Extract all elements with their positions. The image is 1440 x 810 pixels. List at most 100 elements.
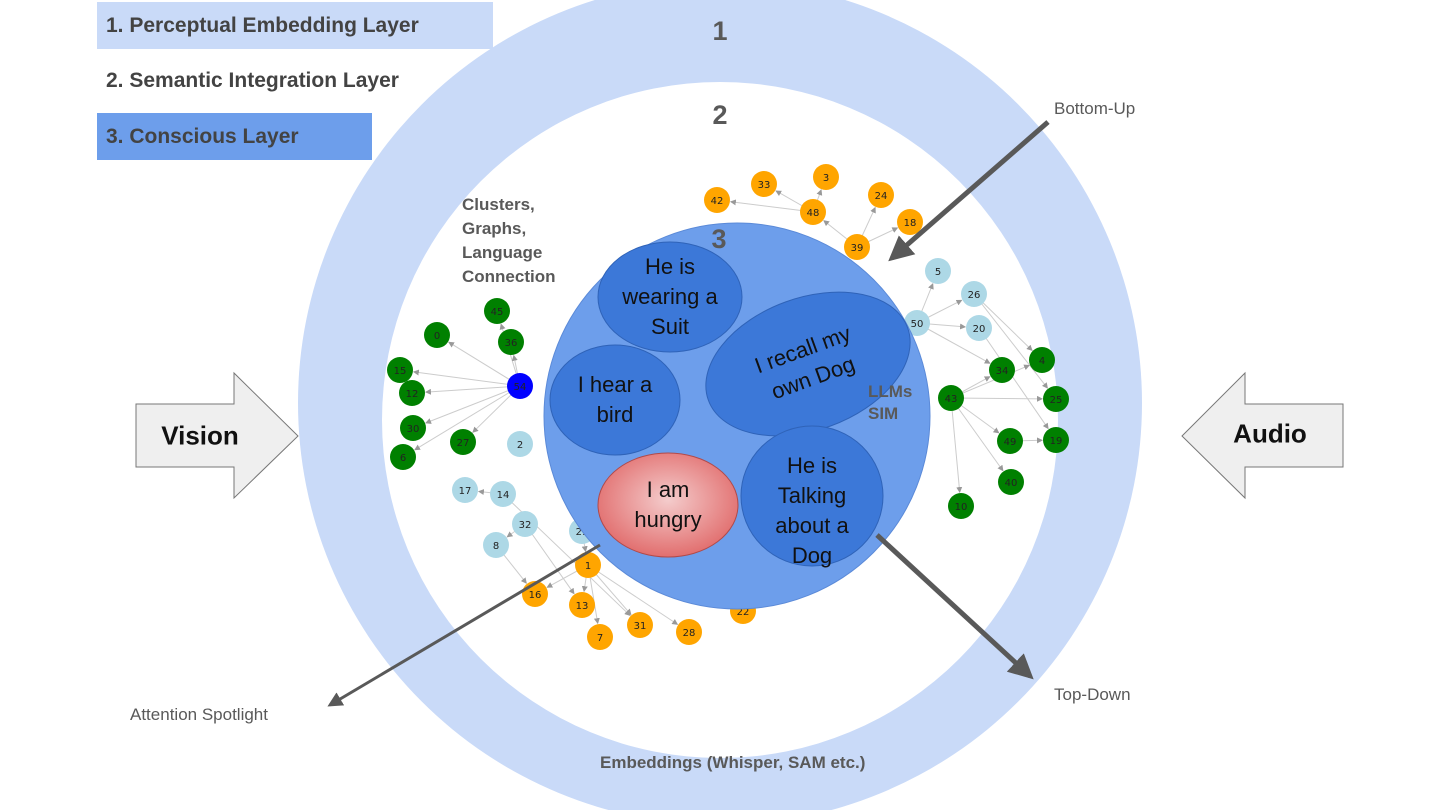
graph-node-label: 8 [493,541,499,552]
top-down-label: Top-Down [1054,685,1131,704]
graph-node: 3 [813,164,839,190]
graph-node: 49 [997,428,1023,454]
graph-node: 14 [490,481,516,507]
graph-node-label: 15 [394,366,407,377]
graph-node: 4 [1029,347,1055,373]
graph-node: 40 [998,469,1024,495]
graph-node-label: 31 [634,621,647,632]
graph-node-label: 48 [807,208,820,219]
graph-node-label: 30 [407,424,420,435]
graph-node-label: 45 [491,307,504,318]
graph-node-label: 20 [973,324,986,335]
graph-node: 17 [452,477,478,503]
graph-node: 1 [575,552,601,578]
thought-suit [597,241,743,353]
legend-perceptual: 1. Perceptual Embedding Layer [97,2,493,49]
graph-node-label: 42 [711,196,724,207]
vision-arrow [135,371,299,500]
graph-node-label: 36 [505,338,518,349]
graph-node-label: 39 [851,243,864,254]
graph-edge [978,327,1049,430]
graph-node: 39 [844,234,870,260]
graph-node: 34 [989,357,1015,383]
graph-node: 12 [399,380,425,406]
graph-node: 5 [925,258,951,284]
graph-node: 36 [498,329,524,355]
audio-arrow [1181,371,1344,500]
graph-node-label: 3 [823,173,829,184]
graph-node: 10 [948,493,974,519]
graph-node-label: 2 [517,440,523,451]
graph-node: 18 [897,209,923,235]
layer-1-number: 1 [712,16,728,46]
graph-node-label: 19 [1050,436,1063,447]
embeddings-label: Embeddings (Whisper, SAM etc.) [600,753,866,772]
graph-node-label: 6 [400,453,406,464]
thought-suit-text: He is wearing a Suit [622,254,718,339]
thought-bird [549,344,681,456]
bottom-up-label: Bottom-Up [1054,99,1136,118]
audio-label: Audio [1233,418,1307,449]
graph-node-label: 28 [683,628,696,639]
graph-node-label: 43 [945,394,958,405]
attention-spotlight-arrow [327,543,601,707]
thought-talking-dog [740,425,884,567]
graph-node: 31 [627,612,653,638]
graph-edge [729,199,814,213]
graph-node: 15 [387,357,413,383]
graph-node: 0 [424,322,450,348]
graph-node-label: 54 [514,382,527,393]
graph-node: 24 [868,182,894,208]
graph-node-label: 24 [875,191,888,202]
graph-edge [950,395,1044,402]
graph-node-label: 40 [1005,478,1018,489]
graph-node: 2 [507,431,533,457]
graph-edge [424,385,521,395]
layer-2-number: 2 [712,100,728,130]
graph-edge [448,341,521,387]
graph-node-label: 7 [597,633,603,644]
graph-node-label: 5 [935,267,941,278]
graph-node: 7 [587,624,613,650]
graph-node-label: 25 [1050,395,1063,406]
graph-node-label: 22 [737,607,750,618]
graph-edge [425,385,521,424]
graph-node-label: 4 [1039,356,1045,367]
thought-hungry [597,452,739,558]
graph-edge [524,523,575,595]
vision-label: Vision [161,420,239,451]
thought-talking-dog-text: He is Talking about a Dog [775,453,849,568]
graph-node-label: 1 [585,561,591,572]
graph-node: 48 [800,199,826,225]
graph-node: 45 [484,298,510,324]
graph-edge [973,293,1048,389]
graph-node-label: 34 [996,366,1009,377]
graph-node: 26 [961,281,987,307]
graph-node-label: 13 [576,601,589,612]
graph-node: 43 [938,385,964,411]
graph-node: 13 [569,592,595,618]
graph-node: 32 [512,511,538,537]
graph-node: 50 [904,310,930,336]
llms-sim-label: LLMs SIM [868,382,913,423]
graph-node: 25 [1043,386,1069,412]
graph-edge [412,369,521,387]
graph-node: 30 [400,415,426,441]
graph-node: 6 [390,444,416,470]
graph-node-label: 10 [955,502,968,513]
graph-edge [973,293,1033,351]
graph-node: 20 [966,315,992,341]
graph-edge [950,364,1031,399]
layer-3-number: 3 [711,224,727,254]
thought-bird-text: I hear a bird [577,372,653,427]
legend-conscious: 3. Conscious Layer [97,113,372,160]
legend-semantic: 2. Semantic Integration Layer [106,68,399,92]
graph-node-label: 14 [497,490,510,501]
graph-node-label: 50 [911,319,924,330]
graph-node: 42 [704,187,730,213]
graph-node: 27 [450,429,476,455]
graph-node: 54 [507,373,533,399]
clusters-label: Clusters, Graphs, Language Connection [462,195,556,286]
